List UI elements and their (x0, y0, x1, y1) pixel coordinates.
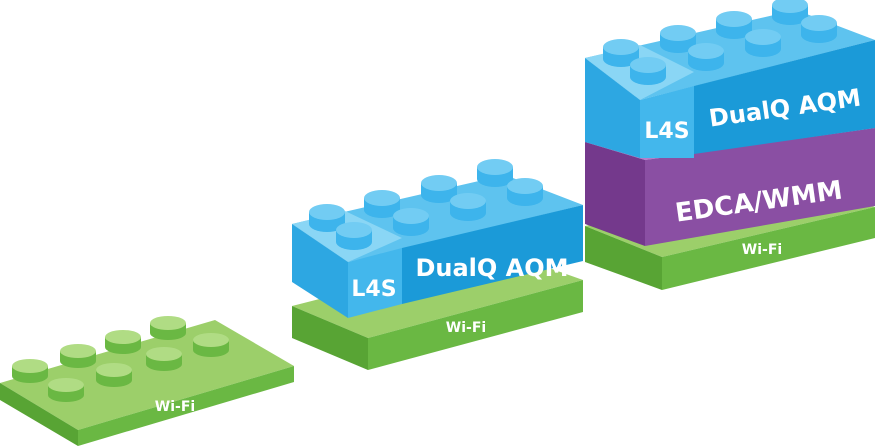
l4s-dualq-brick-2: L4S DualQ AQM (292, 159, 583, 318)
stud (146, 347, 182, 371)
stud (105, 330, 141, 354)
blue-brick-3-studs (603, 0, 837, 85)
wifi-label-1: Wi-Fi (155, 399, 195, 415)
stud (150, 316, 186, 340)
wifi-label-2: Wi-Fi (446, 320, 486, 336)
blue-brick-2-studs (309, 159, 543, 250)
stud (716, 11, 752, 39)
wifi-label-3: Wi-Fi (742, 242, 782, 258)
stud (507, 178, 543, 206)
stud (745, 29, 781, 57)
stud (48, 378, 84, 402)
stud (477, 159, 513, 187)
stud (603, 39, 639, 67)
dualq-label-2: DualQ AQM (415, 254, 568, 282)
stud (450, 193, 486, 221)
stud (12, 359, 48, 383)
stud (364, 190, 400, 218)
l4s-block-2-left (292, 224, 348, 318)
stud (660, 25, 696, 53)
l4s-dualq-brick-3: L4S DualQ AQM (585, 0, 875, 158)
stud (393, 208, 429, 236)
wifi-brick-1-studs (12, 316, 229, 402)
stud (193, 333, 229, 357)
l4s-block-3-left (585, 58, 640, 158)
dualq-block-3-front (694, 40, 875, 154)
l4s-block-2-front (348, 248, 402, 318)
wifi-brick-3-front (662, 207, 875, 290)
stack-1: Wi-Fi (0, 316, 294, 446)
stud (688, 43, 724, 71)
stud (336, 222, 372, 250)
l4s-label-3: L4S (644, 119, 689, 144)
stud (421, 175, 457, 203)
wifi-brick-3-left (585, 226, 662, 290)
wifi-brick-1: Wi-Fi (0, 316, 294, 446)
stud (630, 57, 666, 85)
edca-brick-front (645, 128, 875, 246)
wifi-brick-1-front (78, 366, 294, 446)
wifi-brick-2-front (368, 280, 583, 370)
wifi-brick-2-left (292, 306, 368, 370)
stud (801, 15, 837, 43)
stack-3: Wi-Fi EDCA/WMM L4S D (585, 0, 875, 290)
edca-brick-left (585, 142, 645, 246)
stud (772, 0, 808, 25)
l4s-block-3-front (640, 86, 694, 158)
l4s-label-2: L4S (351, 277, 396, 302)
stud (60, 344, 96, 368)
stud (96, 363, 132, 387)
dualq-block-2-front (402, 205, 583, 304)
stack-2: Wi-Fi L4S DualQ AQM (292, 159, 583, 370)
wifi-brick-1-left (0, 383, 78, 446)
stud (309, 204, 345, 232)
